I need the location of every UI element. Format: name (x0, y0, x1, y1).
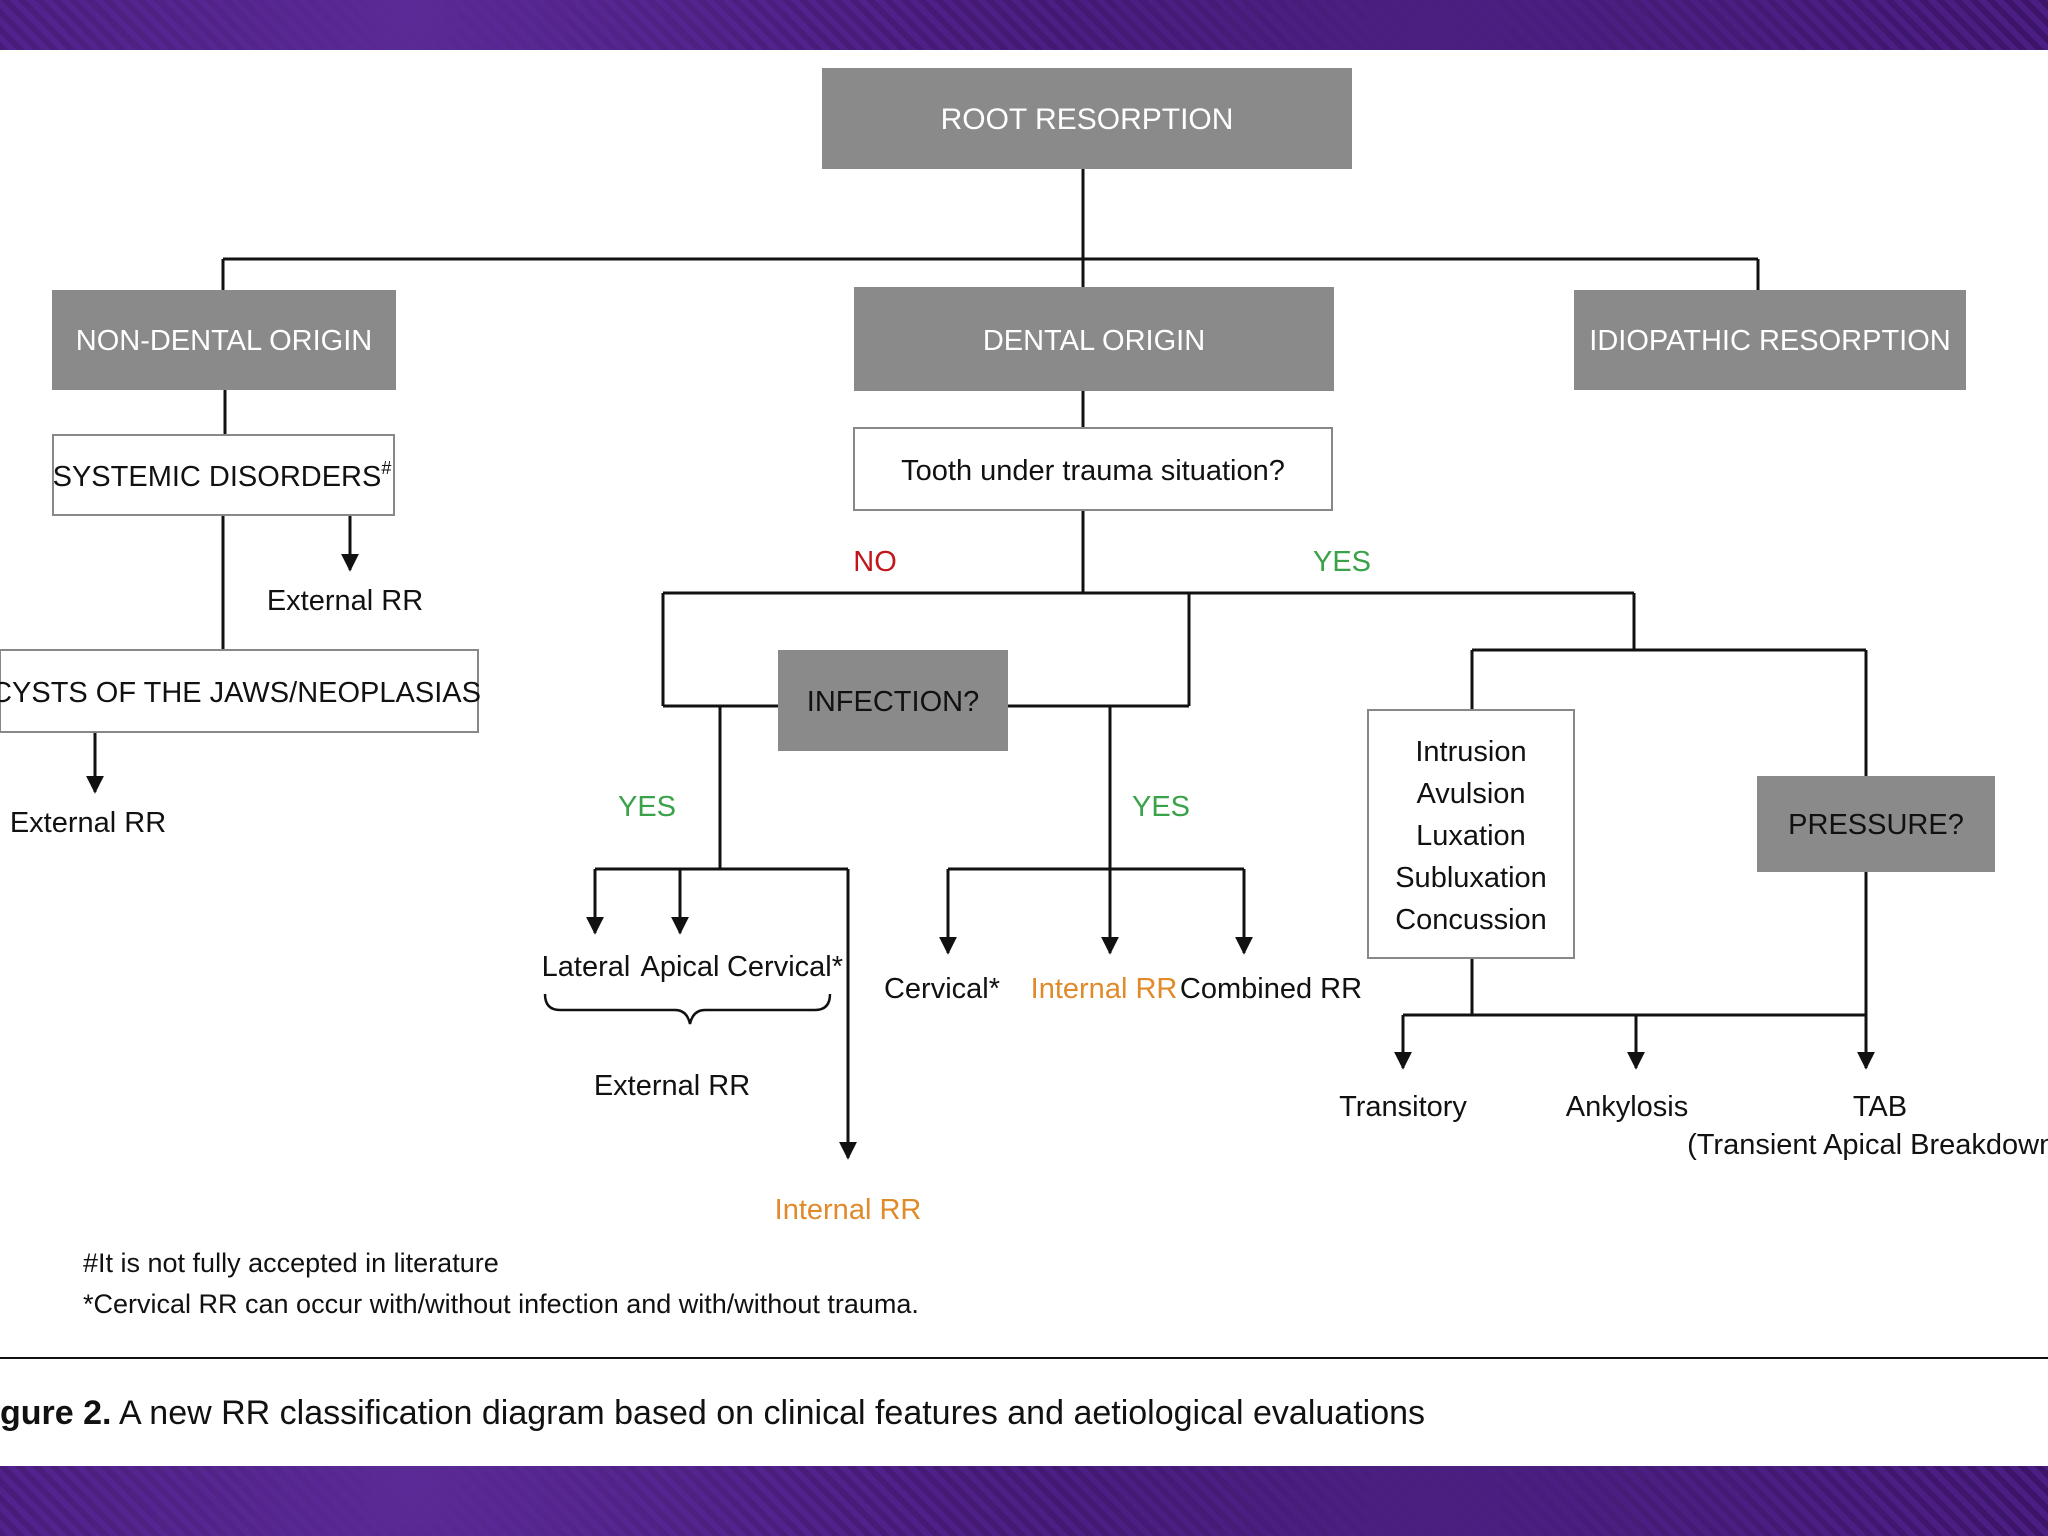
trauma-types-box: Intrusion Avulsion Luxation Subluxation … (1367, 709, 1575, 959)
combined-rr-label: Combined RR (1180, 973, 1362, 1005)
footnote-hash: #It is not fully accepted in literature (83, 1248, 499, 1278)
trauma-type-subluxation: Subluxation (1395, 862, 1547, 894)
external-rr-group-label: External RR (594, 1070, 750, 1102)
transitory-label: Transitory (1339, 1091, 1467, 1123)
cervical-left-label: Cervical* (727, 951, 843, 983)
figure-caption: gure 2. A new RR classification diagram … (0, 1394, 1425, 1432)
trauma-type-intrusion: Intrusion (1415, 736, 1526, 768)
trauma-question-box: Tooth under trauma situation? (853, 427, 1333, 511)
diagram-slide: ROOT RESORPTION NON-DENTAL ORIGIN DENTAL… (0, 50, 2048, 1466)
external-rr-systemic-label: External RR (267, 585, 423, 617)
systemic-disorders-label: SYSTEMIC DISORDERS# (53, 458, 392, 493)
decorative-bottom-band (0, 1466, 2048, 1536)
infection-question-label: INFECTION? (807, 686, 979, 718)
root-resorption-box: ROOT RESORPTION (822, 68, 1352, 169)
trauma-type-concussion: Concussion (1395, 904, 1547, 936)
dental-origin-label: DENTAL ORIGIN (983, 325, 1205, 357)
pressure-question-label: PRESSURE? (1788, 809, 1964, 841)
idiopathic-resorption-label: IDIOPATHIC RESORPTION (1589, 325, 1950, 357)
cysts-neoplasias-box: CYSTS OF THE JAWS/NEOPLASIAS (0, 649, 481, 733)
external-rr-cysts-label: External RR (10, 807, 166, 839)
no-branch-label: NO (853, 546, 897, 578)
pressure-question-box: PRESSURE? (1757, 776, 1995, 872)
trauma-type-avulsion: Avulsion (1416, 778, 1525, 810)
non-dental-origin-box: NON-DENTAL ORIGIN (52, 290, 396, 390)
dental-origin-box: DENTAL ORIGIN (854, 287, 1334, 391)
internal-rr-bottom-label: Internal RR (775, 1194, 922, 1226)
non-dental-origin-label: NON-DENTAL ORIGIN (76, 325, 372, 357)
apical-label: Apical (641, 951, 720, 983)
root-resorption-label: ROOT RESORPTION (941, 103, 1234, 136)
yes-trauma-branch-label: YES (1313, 546, 1371, 578)
trauma-type-luxation: Luxation (1416, 820, 1526, 852)
systemic-disorders-box: SYSTEMIC DISORDERS# (52, 434, 395, 516)
lateral-label: Lateral (542, 951, 631, 983)
footnote-asterisk: *Cervical RR can occur with/without infe… (83, 1289, 919, 1319)
decorative-top-band (0, 0, 2048, 50)
infection-question-box: INFECTION? (778, 650, 1008, 751)
ankylosis-label: Ankylosis (1566, 1091, 1689, 1123)
internal-rr-mid-label: Internal RR (1031, 973, 1178, 1005)
idiopathic-resorption-box: IDIOPATHIC RESORPTION (1574, 290, 1966, 390)
trauma-question-label: Tooth under trauma situation? (901, 455, 1285, 487)
tab-label: TAB (1853, 1091, 1907, 1123)
classification-diagram: ROOT RESORPTION NON-DENTAL ORIGIN DENTAL… (0, 68, 2048, 1432)
yes-infection-left-label: YES (618, 791, 676, 823)
yes-infection-right-label: YES (1132, 791, 1190, 823)
cysts-neoplasias-label: CYSTS OF THE JAWS/NEOPLASIAS (0, 677, 481, 709)
connector-lines (0, 169, 2048, 1359)
tab-full-label: (Transient Apical Breakdown) (1687, 1129, 2048, 1161)
cervical-mid-label: Cervical* (884, 973, 1000, 1005)
